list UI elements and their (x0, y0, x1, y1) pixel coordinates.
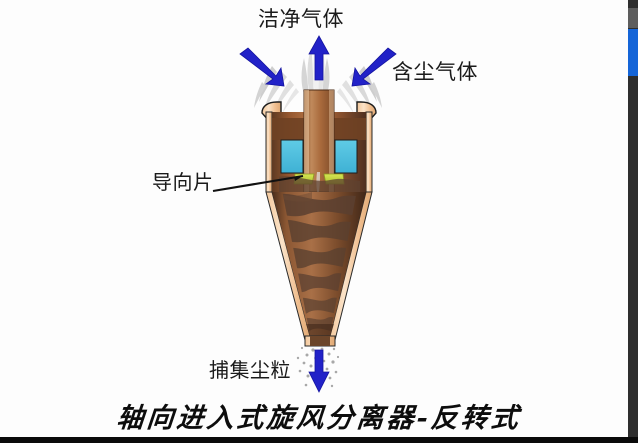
bottom-bar (0, 437, 638, 443)
captured-dust-arrow-icon (308, 349, 330, 393)
vertical-scrollbar-thumb-upper[interactable] (628, 8, 638, 28)
vessel-cone (265, 191, 373, 341)
barrel-swirl (279, 176, 360, 192)
guide-vane-leader-line-icon (212, 174, 304, 193)
dusty-gas-arrow-left-icon (239, 47, 285, 87)
dust-outlet-nozzle (304, 335, 336, 347)
clean-gas-arrow-icon (308, 35, 330, 81)
dusty-gas-arrow-right-icon (351, 47, 397, 87)
label-captured-dust: 捕集尘粒 (209, 358, 291, 382)
label-guide-vane: 导向片 (152, 170, 214, 194)
label-clean-gas: 洁净气体 (258, 7, 344, 31)
diagram-caption: 轴向进入式旋风分离器-反转式 (115, 403, 523, 434)
vertical-scrollbar-track[interactable] (628, 0, 638, 437)
vertical-scrollbar-thumb[interactable] (628, 29, 638, 76)
label-dusty-gas: 含尘气体 (392, 60, 478, 84)
cone-vortex-swirl (282, 192, 357, 333)
annular-chamber-right (334, 139, 358, 174)
annular-chamber-left (280, 139, 304, 174)
